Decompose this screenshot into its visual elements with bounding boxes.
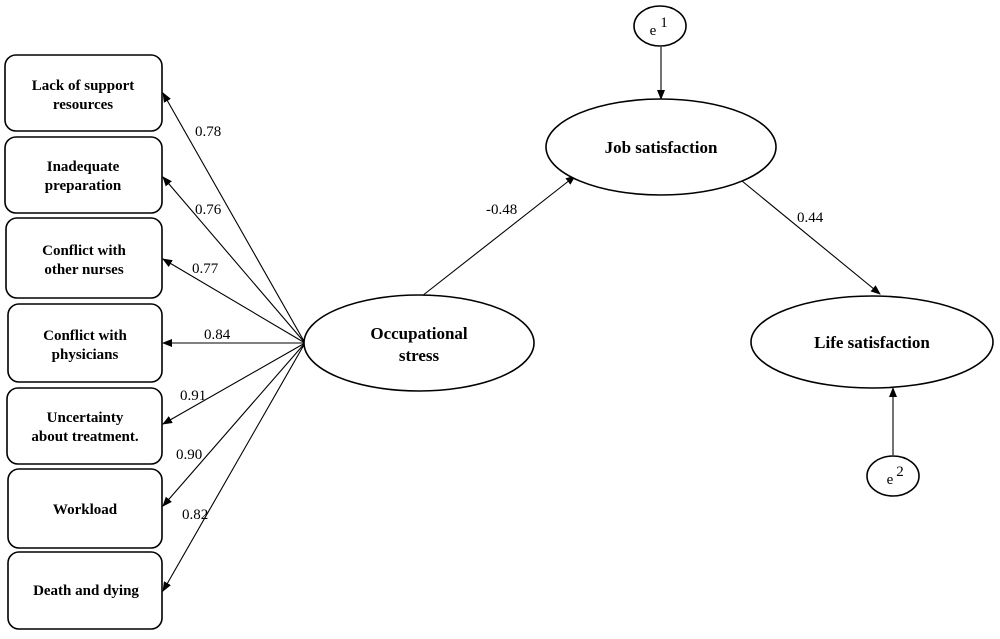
indicator-label-line1: Conflict with xyxy=(42,243,126,259)
loading-value: 0.76 xyxy=(195,202,222,218)
loading-value: 0.78 xyxy=(195,124,221,140)
latent-label-line2: stress xyxy=(399,346,440,365)
error-label: e xyxy=(887,472,894,488)
indicator-label-line1: Conflict with xyxy=(43,328,127,344)
indicator-box xyxy=(6,387,163,465)
path-to-conflict-other-nurses xyxy=(162,258,306,344)
indicator-conflict-other-nurses: Conflict with other nurses xyxy=(5,217,163,299)
loading-value: 0.90 xyxy=(176,447,202,463)
latent-life-satisfaction: Life satisfaction xyxy=(750,295,994,389)
indicator-lack-of-support: Lack of support resources xyxy=(4,54,163,132)
error-label: e xyxy=(650,23,657,39)
error-superscript: 1 xyxy=(660,15,668,31)
error-superscript: 2 xyxy=(896,464,904,480)
error-ellipse xyxy=(866,455,920,497)
indicator-label-line1: Workload xyxy=(53,502,118,518)
latent-occupational-stress: Occupational stress xyxy=(303,294,535,392)
latent-label: Job satisfaction xyxy=(605,138,718,157)
indicator-label-line2: resources xyxy=(53,97,113,113)
loading-value: 0.91 xyxy=(180,388,206,404)
indicator-label-line1: Death and dying xyxy=(33,583,139,599)
latent-label-line1: Occupational xyxy=(370,324,468,343)
loading-paths xyxy=(162,92,306,592)
loading-value: 0.77 xyxy=(192,261,219,277)
path-to-inadequate-preparation xyxy=(162,176,306,344)
loading-value: 0.82 xyxy=(182,507,208,523)
latent-ellipse xyxy=(545,98,777,196)
latent-job-satisfaction: Job satisfaction xyxy=(545,98,777,196)
indicator-box xyxy=(7,303,163,383)
indicator-box xyxy=(7,468,163,549)
path-to-uncertainty xyxy=(162,342,306,425)
indicator-box xyxy=(5,217,163,299)
path-job-to-life xyxy=(741,180,881,295)
indicator-death-and-dying: Death and dying xyxy=(7,551,163,630)
loading-value: 0.84 xyxy=(204,327,231,343)
indicator-label-line2: preparation xyxy=(45,178,122,194)
indicator-inadequate-preparation: Inadequate preparation xyxy=(4,136,163,214)
latent-ellipse xyxy=(750,295,994,389)
indicator-conflict-physicians: Conflict with physicians xyxy=(7,303,163,383)
indicator-label-line1: Uncertainty xyxy=(47,410,124,426)
indicator-workload: Workload xyxy=(7,468,163,549)
indicator-label-line1: Inadequate xyxy=(47,159,120,175)
path-to-death-and-dying xyxy=(162,342,306,592)
path-to-lack-of-support xyxy=(162,92,306,344)
indicator-label-line1: Lack of support xyxy=(32,78,135,94)
latent-ellipse xyxy=(303,294,535,392)
error-term-e1: e 1 xyxy=(633,5,687,47)
indicator-label-line2: physicians xyxy=(52,347,119,363)
path-stress-to-job xyxy=(421,175,576,297)
indicator-label-line2: about treatment. xyxy=(31,429,138,445)
path-to-workload xyxy=(162,342,306,507)
indicator-uncertainty: Uncertainty about treatment. xyxy=(6,387,163,465)
path-coefficient: -0.48 xyxy=(486,202,517,218)
error-term-e2: e 2 xyxy=(866,455,920,497)
error-ellipse xyxy=(633,5,687,47)
indicator-label-line2: other nurses xyxy=(44,262,123,278)
indicator-box xyxy=(4,136,163,214)
latent-label: Life satisfaction xyxy=(814,333,930,352)
path-coefficient: 0.44 xyxy=(797,210,824,226)
indicator-box xyxy=(7,551,163,630)
indicator-box xyxy=(4,54,163,132)
